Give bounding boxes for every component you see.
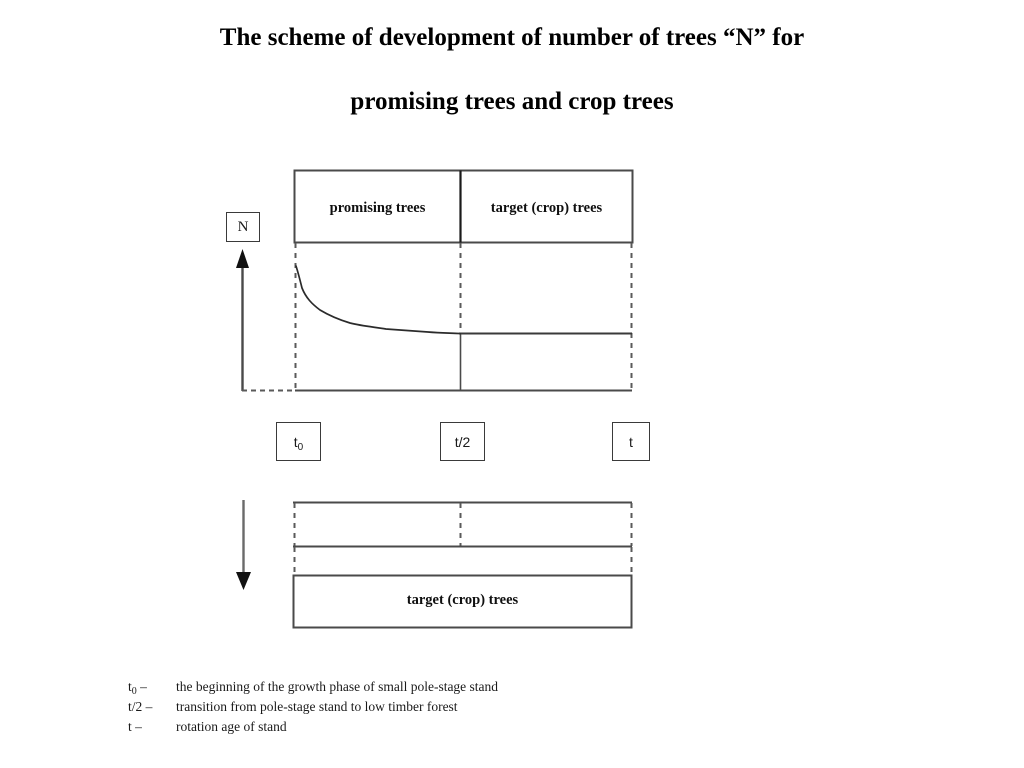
legend-key-t-half-dash: – xyxy=(145,699,153,714)
legend: t0 – the beginning of the growth phase o… xyxy=(128,678,498,738)
legend-desc-t0: the beginning of the growth phase of sma… xyxy=(176,679,499,694)
lower-target-crop-box xyxy=(292,574,633,629)
time-mark-t-end-label: t xyxy=(629,433,633,450)
legend-key-t-half-text: t/2 xyxy=(128,699,143,714)
legend-desc-t-half: transition from pole-stage stand to low … xyxy=(176,699,458,714)
page-title: The scheme of development of number of t… xyxy=(0,6,1024,134)
legend-key-t-end: t – xyxy=(128,718,176,738)
band-caption-lower-target-crop-trees: target (crop) trees xyxy=(406,592,519,608)
time-mark-t0-label: t xyxy=(293,433,298,450)
band-caption-promising-trees: promising trees xyxy=(329,200,426,216)
header-band-rect xyxy=(293,169,634,244)
page-title-line-1: The scheme of development of number of t… xyxy=(219,24,805,51)
legend-row: t – rotation age of stand xyxy=(128,718,498,738)
legend-key-t-half: t/2 – xyxy=(128,698,176,718)
legend-key-t-end-text: t xyxy=(128,719,132,734)
page-title-line-2: promising trees and crop trees xyxy=(350,88,674,115)
time-mark-t0: t0 xyxy=(276,422,321,461)
band-caption-target-crop-trees: target (crop) trees xyxy=(490,200,603,216)
legend-key-t0-sub: 0 xyxy=(131,686,137,697)
y-axis-label-text: N xyxy=(237,218,249,235)
time-mark-t-half: t/2 xyxy=(440,422,485,461)
y-axis-label-box: N xyxy=(226,212,260,242)
legend-key-t-end-dash: – xyxy=(135,719,142,734)
legend-row: t0 – the beginning of the growth phase o… xyxy=(128,678,498,698)
time-mark-t-end: t xyxy=(612,422,650,461)
tree-number-decay-curve xyxy=(295,265,461,335)
legend-key-t0: t0 – xyxy=(128,678,176,698)
y-axis-arrowhead-icon xyxy=(236,249,249,268)
legend-key-t0-text: t xyxy=(128,679,132,694)
time-mark-t0-sub: 0 xyxy=(297,441,304,453)
legend-desc-t-end: rotation age of stand xyxy=(176,719,287,734)
legend-key-t0-dash: – xyxy=(140,679,147,694)
flow-arrow-arrowhead-icon xyxy=(236,572,251,590)
time-mark-t-half-label: t/2 xyxy=(454,433,471,450)
legend-row: t/2 – transition from pole-stage stand t… xyxy=(128,698,498,718)
